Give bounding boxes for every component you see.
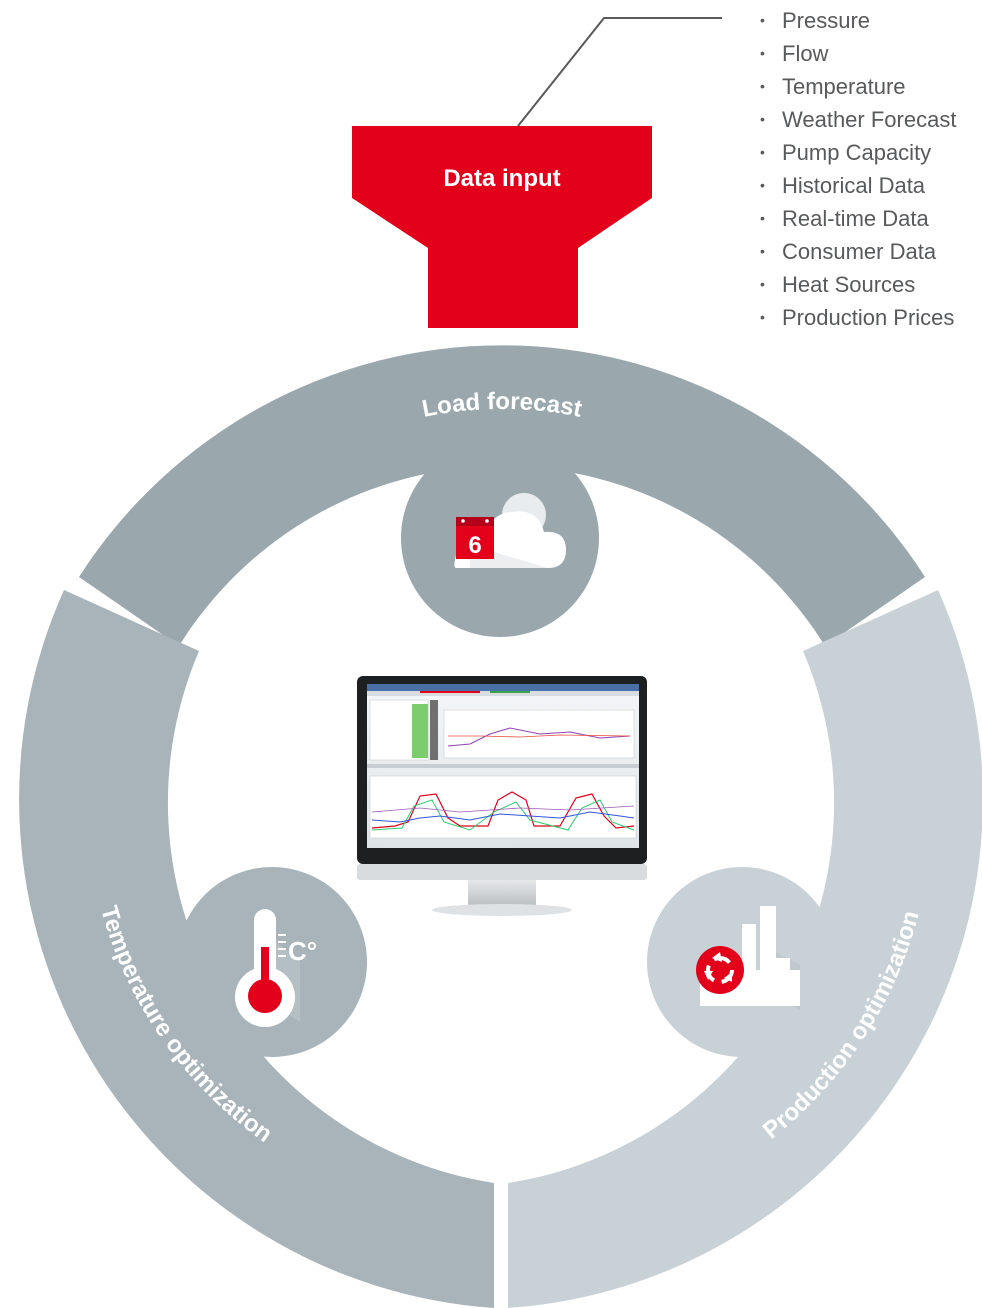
data-input-connector-line xyxy=(517,17,722,127)
list-item: Heat Sources xyxy=(760,268,956,301)
data-input-label: Data input xyxy=(443,165,560,192)
list-item: Temperature xyxy=(760,70,956,103)
segment-production-optimization xyxy=(508,590,982,1308)
list-item: Weather Forecast xyxy=(760,103,956,136)
list-item: Historical Data xyxy=(760,169,956,202)
segment-temperature-optimization xyxy=(19,590,495,1308)
list-item: Flow xyxy=(760,37,956,70)
calendar-cloud-icon: 6 xyxy=(454,493,566,568)
data-input-funnel xyxy=(352,126,652,328)
thermometer-unit-label: C° xyxy=(288,936,317,966)
list-item: Production Prices xyxy=(760,301,956,334)
list-item: Consumer Data xyxy=(760,235,956,268)
segment-load-forecast xyxy=(79,345,925,646)
list-item: Pump Capacity xyxy=(760,136,956,169)
list-item: Real-time Data xyxy=(760,202,956,235)
data-input-list: Pressure Flow Temperature Weather Foreca… xyxy=(760,4,956,334)
calendar-day-number: 6 xyxy=(468,532,481,559)
monitor xyxy=(357,676,647,916)
thermometer-icon: C° xyxy=(235,909,317,1027)
list-item: Pressure xyxy=(760,4,956,37)
factory-recycle-icon xyxy=(696,906,800,1010)
